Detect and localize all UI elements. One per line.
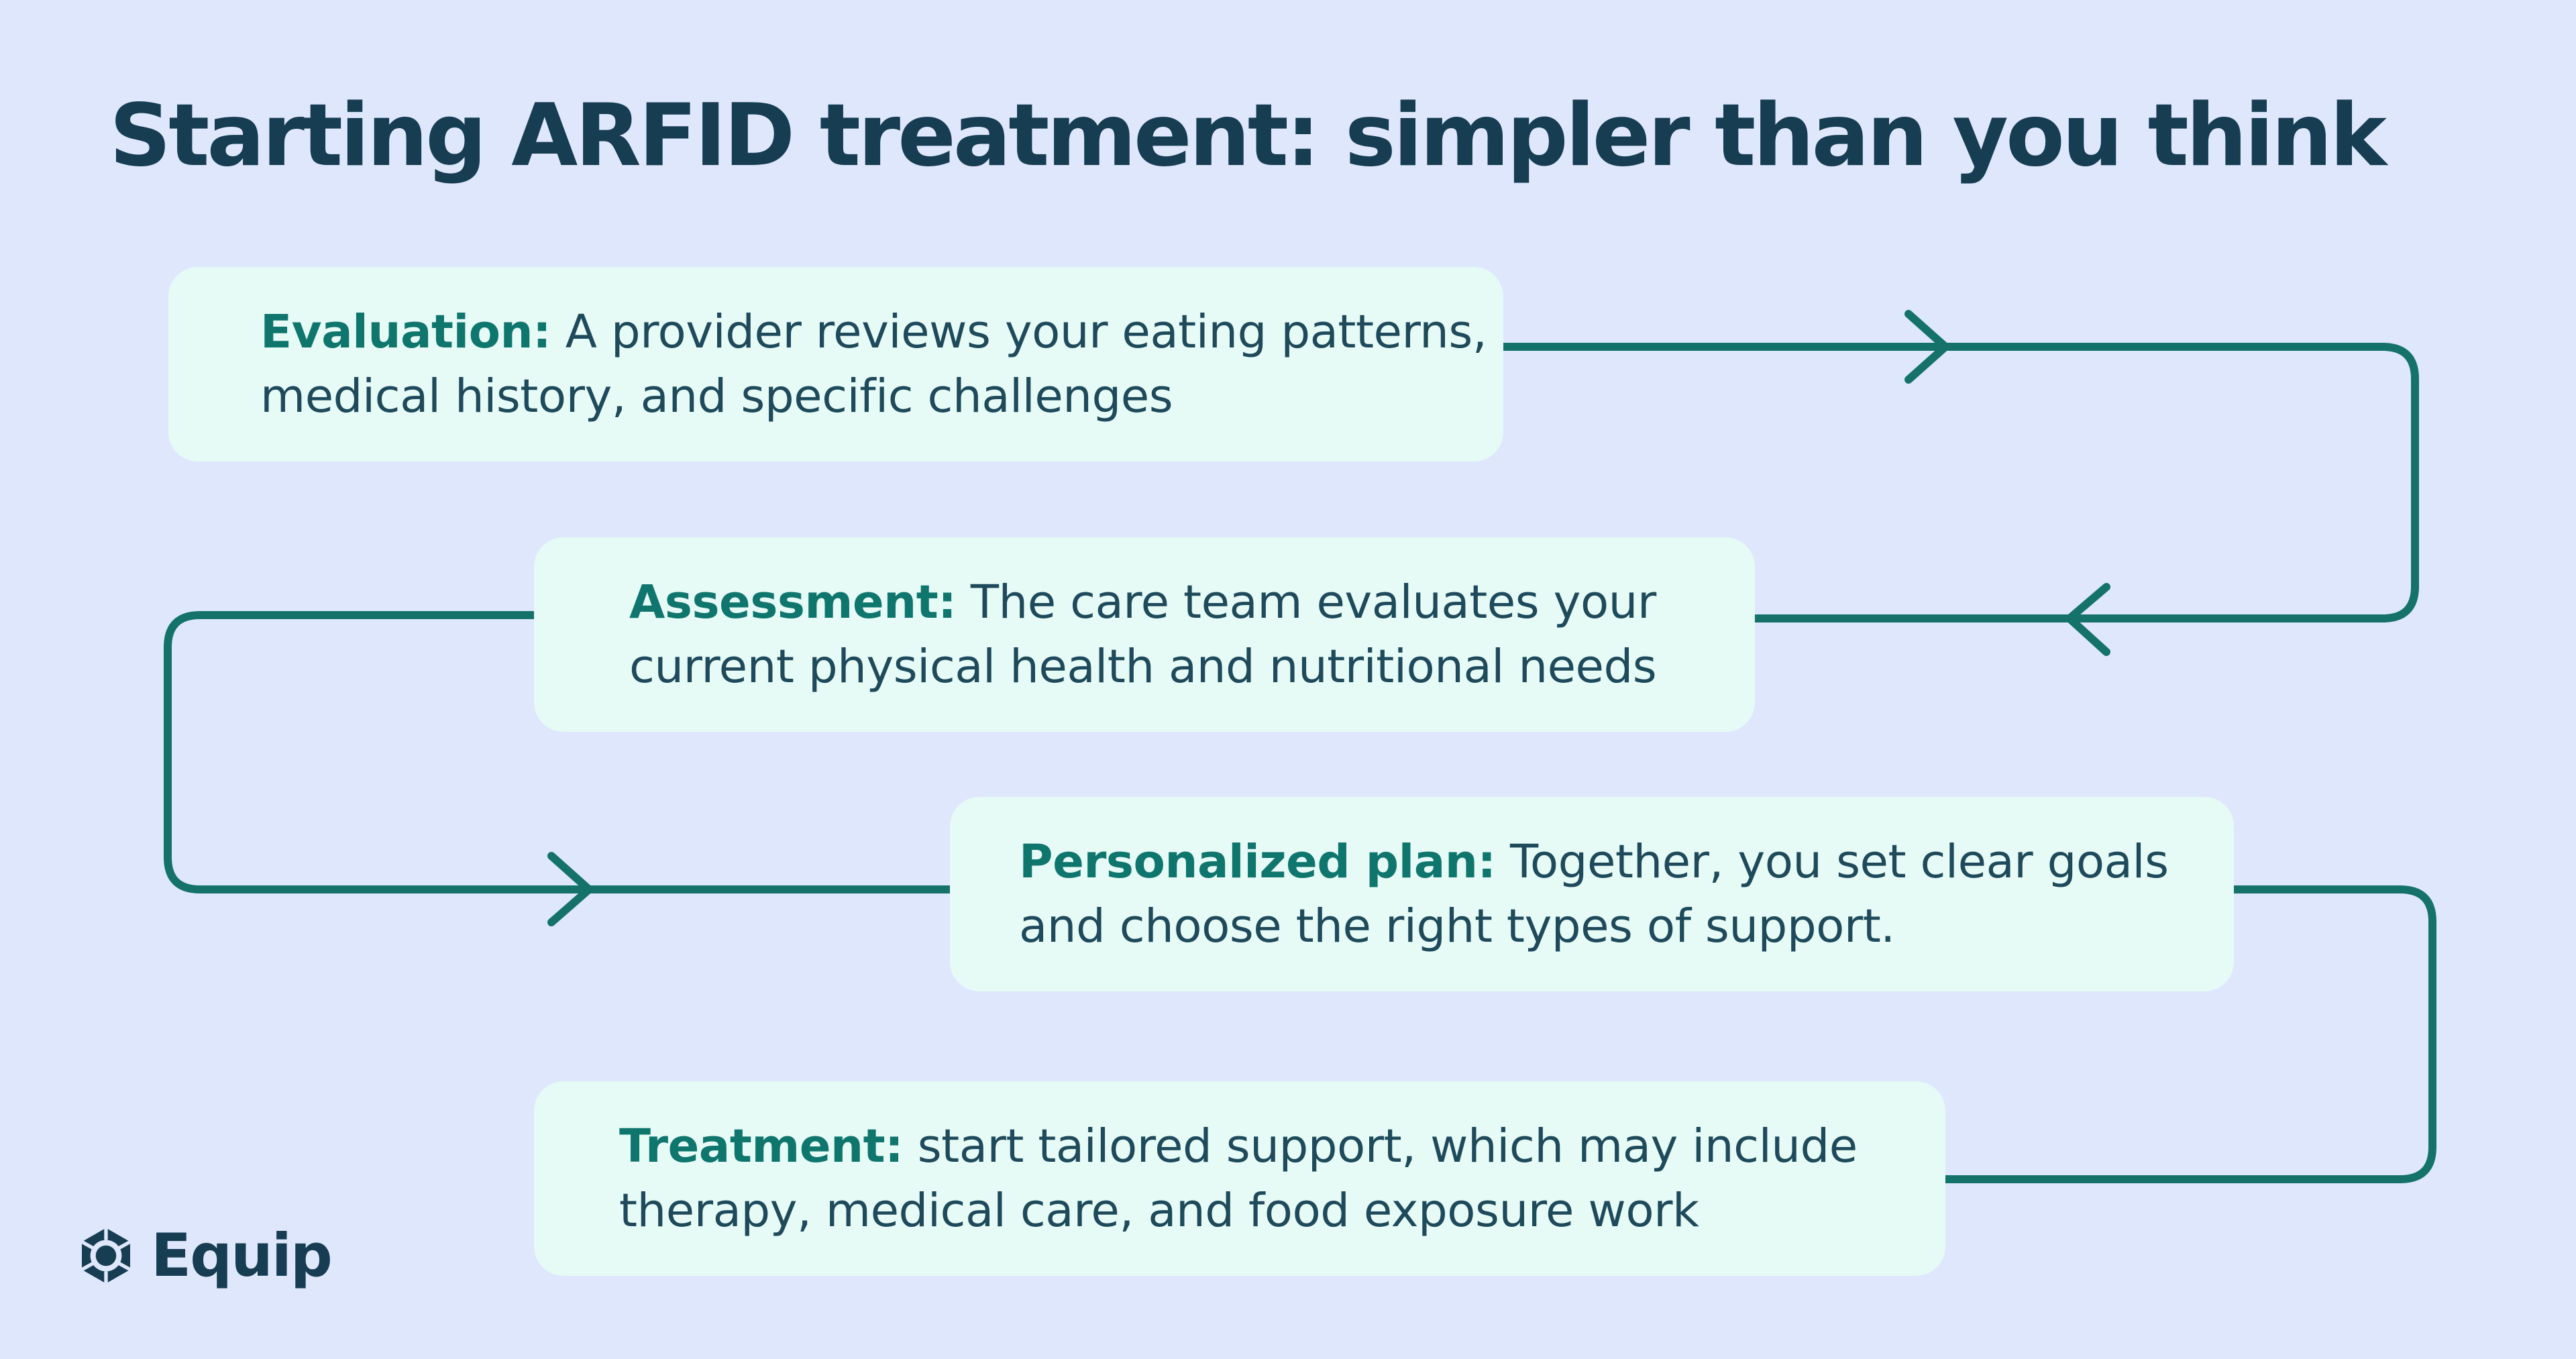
connector-evaluation-to-assessment [1499, 343, 2419, 622]
step-description: Assessment: The care team evaluates your… [629, 570, 1755, 699]
step-description: Treatment: start tailored support, which… [619, 1114, 1945, 1243]
connector-plan-to-treatment [1941, 885, 2436, 1183]
step-label: Personalized plan: [1019, 835, 1496, 889]
page-title: Starting ARFID treatment: simpler than y… [109, 86, 2387, 186]
step-body: The care team evaluates your current phy… [629, 576, 1657, 694]
step-description: Evaluation: A provider reviews your eati… [260, 300, 1503, 429]
step-description: Personalized plan: Together, you set cle… [1019, 830, 2234, 959]
step-body: start tailored support, which may includ… [619, 1120, 1858, 1238]
step-card-evaluation: Evaluation: A provider reviews your eati… [168, 267, 1503, 461]
step-body: Together, you set clear goals and choose… [1019, 835, 2169, 953]
step-label: Evaluation: [260, 305, 551, 359]
step-label: Assessment: [629, 576, 957, 629]
arrowhead-left-icon [2065, 583, 2110, 656]
step-label: Treatment: [619, 1120, 904, 1173]
equip-logo-icon [80, 1228, 131, 1284]
step-card-assessment: Assessment: The care team evaluates your… [534, 537, 1755, 732]
logo-wordmark: Equip [151, 1221, 333, 1290]
arrowhead-right-icon [1904, 310, 1949, 384]
arrowhead-right-icon [547, 852, 593, 926]
step-card-personalized-plan: Personalized plan: Together, you set cle… [950, 797, 2234, 991]
connector-assessment-to-plan [164, 611, 954, 893]
brand-logo: Equip [76, 1221, 333, 1290]
step-body: A provider reviews your eating patterns,… [260, 305, 1487, 423]
step-card-treatment: Treatment: start tailored support, which… [534, 1081, 1945, 1276]
